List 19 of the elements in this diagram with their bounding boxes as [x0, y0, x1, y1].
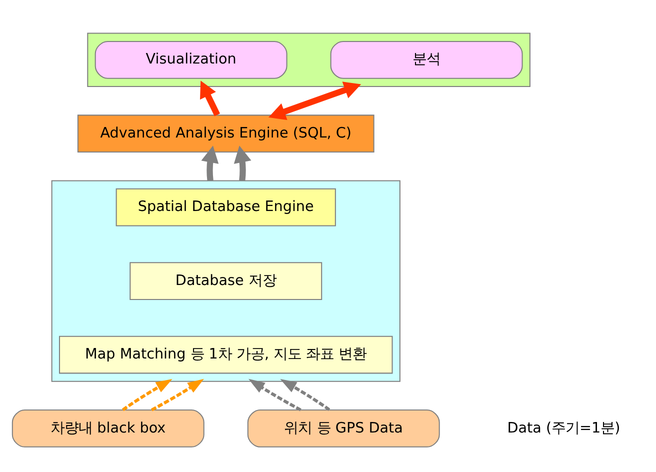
arrow [234, 146, 252, 182]
arrow [201, 146, 219, 182]
arrow [268, 82, 362, 120]
node-box: 분석 [330, 40, 523, 79]
node-box: Database 저장 [130, 262, 322, 300]
arrow [200, 80, 220, 116]
cluster [87, 32, 530, 88]
node-box: Advanced Analysis Engine (SQL, C) [77, 114, 374, 153]
node-box: Visualization [94, 40, 288, 79]
cluster [51, 180, 400, 382]
arrow [280, 379, 330, 411]
arrow [122, 379, 172, 412]
node-box: 차량내 black box [12, 410, 204, 448]
node-box: Map Matching 등 1차 가공, 지도 좌표 변환 [59, 336, 393, 374]
node-box: Spatial Database Engine [116, 188, 336, 226]
arrow [248, 378, 302, 412]
arrow [150, 378, 204, 412]
label: Data (주기=1분) [507, 420, 620, 436]
node-box: 위치 등 GPS Data [247, 410, 440, 448]
